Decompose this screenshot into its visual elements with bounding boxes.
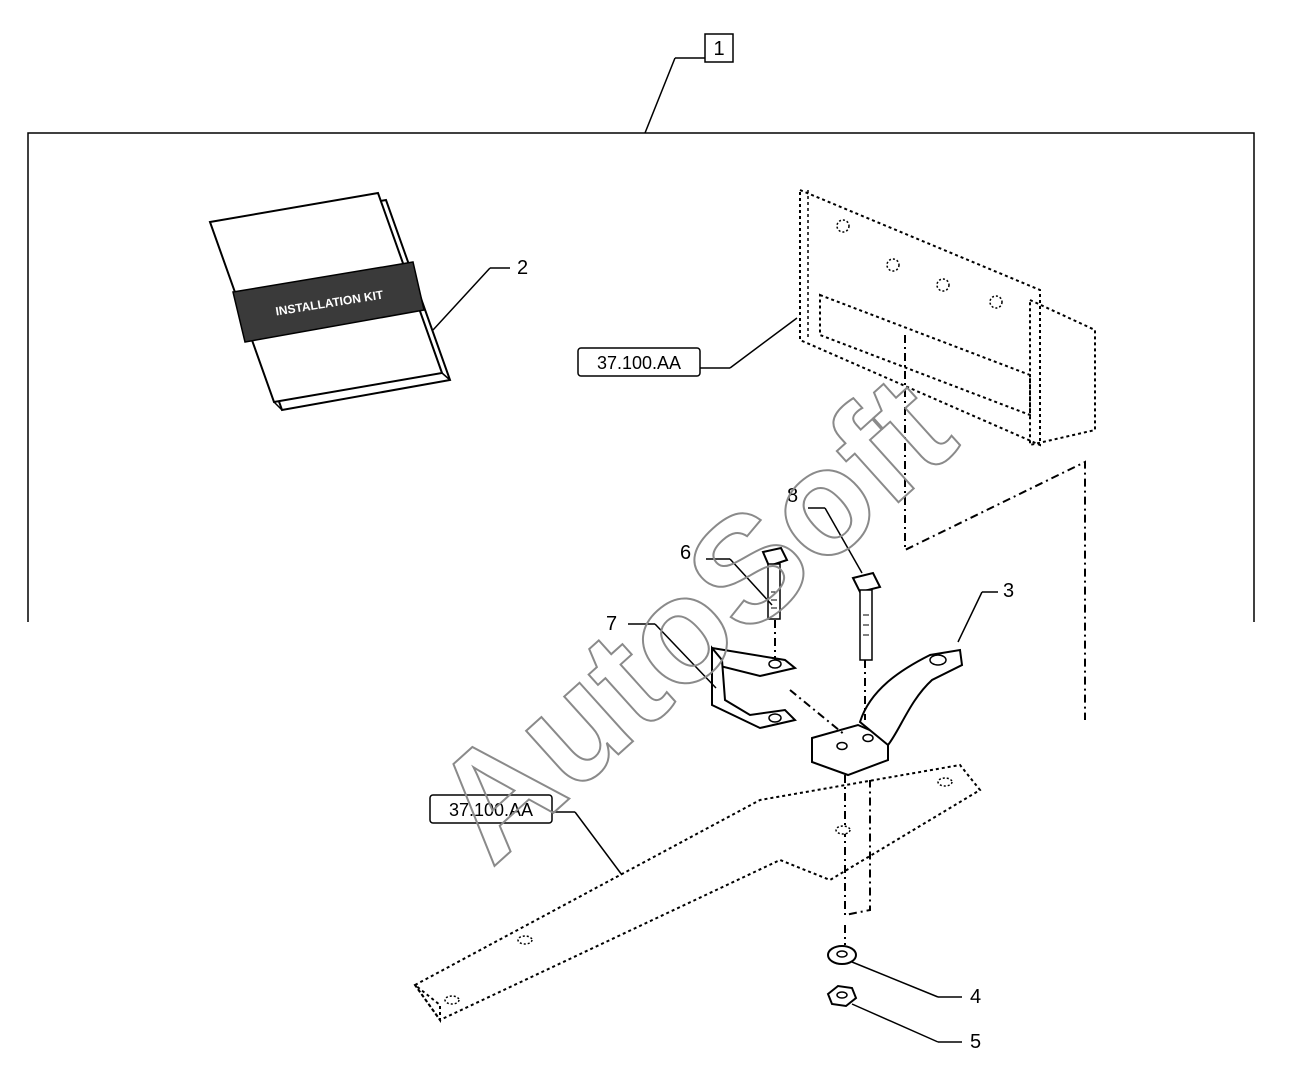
callout-4-label: 4 — [970, 986, 981, 1008]
callout-3: 3 — [957, 580, 1014, 643]
reference-upper-label: 37.100.AA — [597, 353, 681, 373]
assembly-callout-box — [704, 33, 734, 63]
callout-5-label: 5 — [970, 1031, 981, 1053]
watermark: AutoSoft — [401, 344, 984, 892]
callout-5: 5 — [851, 1003, 981, 1053]
reference-lower-label: 37.100.AA — [449, 800, 533, 820]
reference-lower: 37.100.AA — [429, 794, 623, 876]
alignment-lines — [774, 620, 871, 945]
callout-2: 2 — [432, 257, 528, 331]
callout-6: 6 — [680, 542, 773, 606]
drawbar — [413, 763, 982, 1024]
callout-7-label: 7 — [606, 613, 617, 635]
callout-4: 4 — [851, 961, 981, 1008]
reference-upper: 37.100.AA — [577, 317, 798, 377]
reference-box-lower — [429, 794, 553, 824]
callout-8-label: 8 — [787, 485, 798, 507]
manual-cover-band — [232, 261, 425, 343]
callout-6-label: 6 — [680, 542, 691, 564]
installation-manual: INSTALLATION KIT — [208, 191, 452, 412]
callout-7: 7 — [606, 613, 717, 689]
callout-8: 8 — [787, 485, 863, 574]
callout-3-label: 3 — [1003, 580, 1014, 602]
hitch-link-3 — [811, 648, 964, 777]
assembly-callout-1: 1 — [713, 38, 724, 60]
assembly-bracket: 1 — [27, 33, 1255, 622]
callout-2-label: 2 — [517, 257, 528, 279]
nut-5 — [826, 984, 858, 1008]
bracket-7 — [711, 645, 798, 730]
reference-box-upper — [577, 347, 701, 377]
bolt-6 — [761, 546, 789, 620]
washer-4 — [827, 945, 857, 965]
bolt-8 — [851, 571, 882, 661]
mounting-plate — [799, 188, 1096, 720]
